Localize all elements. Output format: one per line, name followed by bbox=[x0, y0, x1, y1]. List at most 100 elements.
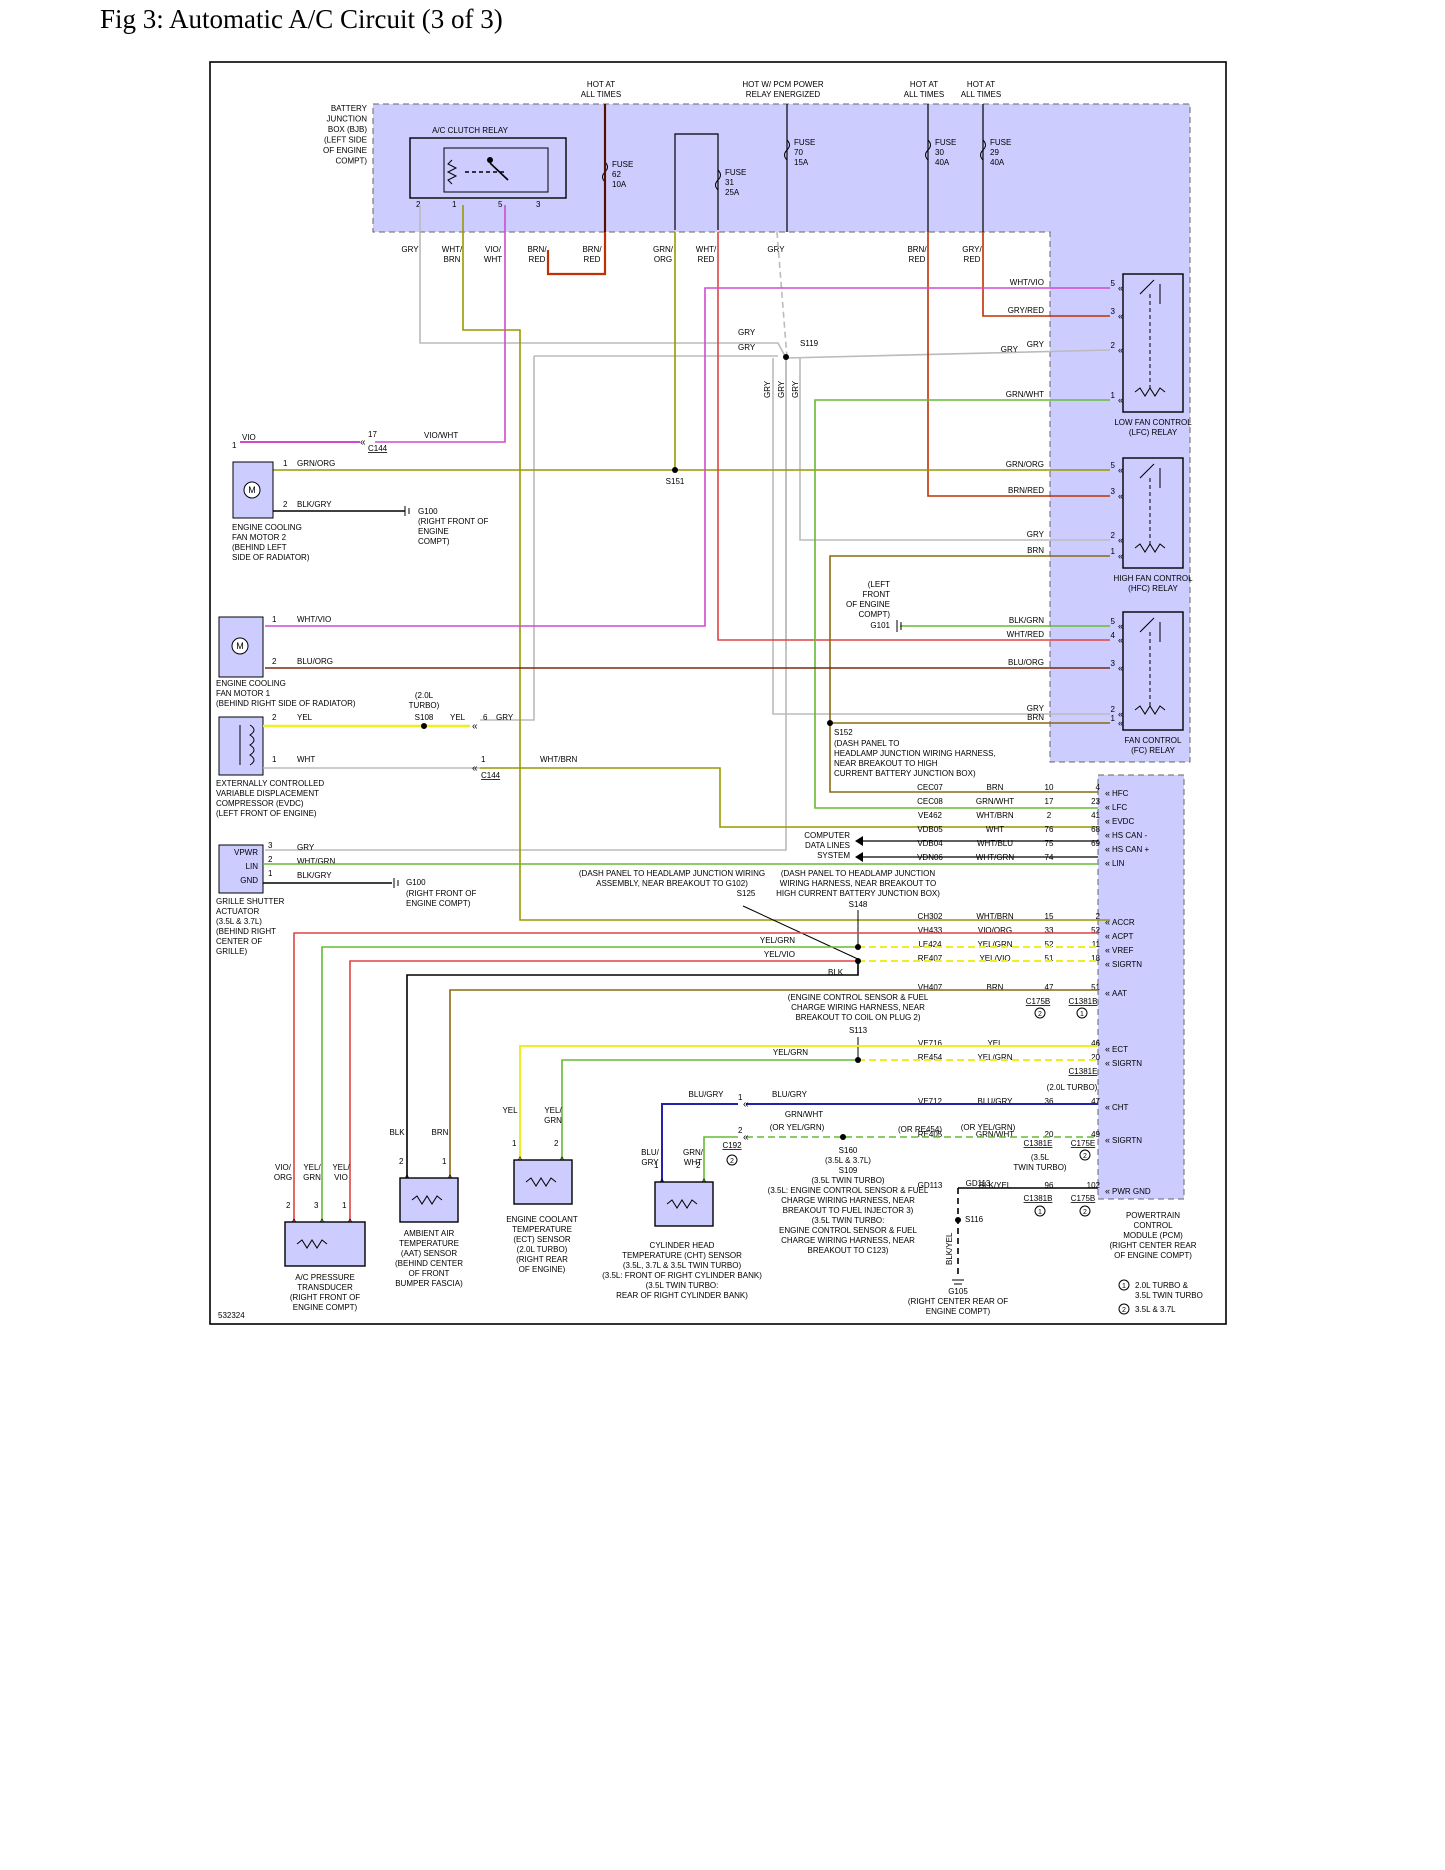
pcm-signal-name: HS CAN - bbox=[1112, 831, 1147, 840]
pcm-name: (RIGHT CENTER REAR bbox=[1110, 1241, 1197, 1250]
connector-label: C1381B bbox=[1069, 997, 1098, 1006]
connector-pin: ^ bbox=[560, 1155, 565, 1165]
splice-note: CURRENT BATTERY JUNCTION BOX) bbox=[834, 769, 976, 778]
fan-motor-1-label: ENGINE COOLING bbox=[216, 679, 286, 688]
aat-sensor-label: (BEHIND CENTER bbox=[395, 1259, 463, 1268]
splice-s151 bbox=[672, 467, 678, 473]
ac-clutch-relay-inner bbox=[443, 147, 549, 193]
relay-name: (LFC) RELAY bbox=[1129, 428, 1178, 437]
fuse-label: FUSE bbox=[794, 138, 815, 147]
relay-switch bbox=[489, 162, 509, 181]
connector-label: C1381B bbox=[1024, 1194, 1053, 1203]
relay-pin-number: 2 bbox=[416, 200, 421, 209]
pcm-wire-color: BLK/YEL bbox=[979, 1181, 1012, 1190]
splice-note: HEADLAMP JUNCTION WIRING HARNESS, bbox=[834, 749, 996, 758]
relay-wire-label: BRN/RED bbox=[1008, 486, 1044, 495]
power-header: RELAY ENERGIZED bbox=[746, 90, 821, 99]
top-wire-label: WHT/ bbox=[696, 245, 717, 254]
relay-pin-number: 4 bbox=[1111, 631, 1116, 640]
thermistor-symbol bbox=[525, 1177, 557, 1187]
aat-sensor-label: TEMPERATURE bbox=[399, 1239, 459, 1248]
pcm-pin: 46 bbox=[1091, 1039, 1100, 1048]
harness-note: HIGH CURRENT BATTERY JUNCTION BOX) bbox=[776, 889, 940, 898]
ect-sensor-label: OF ENGINE) bbox=[519, 1265, 566, 1274]
aat-sensor bbox=[399, 1177, 459, 1223]
pcm-harness-pin: 75 bbox=[1045, 839, 1054, 848]
connector-pin: « bbox=[1118, 663, 1123, 673]
pcm-signal-name: HFC bbox=[1112, 789, 1129, 798]
data-line-arrows bbox=[855, 836, 863, 862]
wire-label: GRY bbox=[777, 380, 786, 398]
relay-wire-label: GRY bbox=[1027, 530, 1045, 539]
power-header: ALL TIMES bbox=[904, 90, 944, 99]
splice-label: S152 bbox=[834, 728, 853, 737]
bjb-label: COMPT) bbox=[335, 157, 367, 166]
pcm-signal-name: SIGRTN bbox=[1112, 1136, 1142, 1145]
pcm-pin: 51 bbox=[1091, 983, 1100, 992]
pcm-signal-name: HS CAN + bbox=[1112, 845, 1149, 854]
pcm-wire-color: YEL/GRN bbox=[977, 940, 1012, 949]
ground-symbol bbox=[952, 1279, 964, 1285]
evdc-label: EXTERNALLY CONTROLLED bbox=[216, 779, 324, 788]
top-wire-label: BRN/ bbox=[582, 245, 602, 254]
wire-wht-vio bbox=[265, 287, 1110, 627]
relay-pin-number: 2 bbox=[1111, 531, 1116, 540]
fuse-label: 40A bbox=[990, 158, 1005, 167]
relay-name: HIGH FAN CONTROL bbox=[1113, 574, 1193, 583]
pcm-pin: 2 bbox=[1096, 912, 1101, 921]
connector-label: C175B bbox=[1026, 997, 1050, 1006]
pcm-circuit-id: CEC07 bbox=[917, 783, 943, 792]
pcm-harness-pin: 36 bbox=[1045, 1097, 1054, 1106]
pcm-circuit-id: VDB04 bbox=[917, 839, 943, 848]
relay-wire-label: GRN/WHT bbox=[1006, 390, 1044, 399]
wire-label: BLK/YEL bbox=[945, 1232, 954, 1265]
splice-s152 bbox=[827, 720, 833, 726]
grille-label: (BEHIND RIGHT bbox=[216, 927, 276, 936]
wire-label: WHT/BRN bbox=[540, 755, 578, 764]
relay-wire-label: GRY bbox=[1027, 340, 1045, 349]
relay-pin-number: 2 bbox=[1111, 705, 1116, 714]
top-wire-label: GRY bbox=[401, 245, 419, 254]
fuse-label: FUSE bbox=[990, 138, 1011, 147]
pcm-signal-name: PWR GND bbox=[1112, 1187, 1151, 1196]
twin-turbo-note: TWIN TURBO) bbox=[1013, 1163, 1067, 1172]
pin-number: 3 bbox=[314, 1201, 319, 1210]
ground-location: ENGINE COMPT) bbox=[926, 1307, 991, 1316]
pcm-signal-name: ECT bbox=[1112, 1045, 1128, 1054]
wire-label: BLU/ bbox=[641, 1148, 660, 1157]
fuse-label: 31 bbox=[725, 178, 734, 187]
connector-pin: ^ bbox=[702, 1177, 707, 1187]
connector-pin: « bbox=[1105, 959, 1110, 969]
connector-pin: ^ bbox=[348, 1217, 353, 1227]
wire-label: GRY bbox=[738, 343, 756, 352]
splice-label: S151 bbox=[666, 477, 685, 486]
connector-pin: « bbox=[1118, 551, 1123, 561]
pin-number: 1 bbox=[268, 869, 273, 878]
connector-pin: « bbox=[1118, 621, 1123, 631]
pcm-circuit-id: VE712 bbox=[918, 1097, 943, 1106]
footnote-circle bbox=[1034, 1205, 1046, 1217]
wire-label: WHT bbox=[684, 1158, 702, 1167]
footnote-number: 2 bbox=[1083, 1153, 1087, 1160]
splice-note: (3.5L TWIN TURBO: bbox=[812, 1216, 885, 1225]
battery-junction-box bbox=[372, 103, 1191, 763]
power-header: HOT W/ PCM POWER bbox=[742, 80, 823, 89]
ground-location: COMPT) bbox=[858, 610, 890, 619]
pcm-circuit-id: CEC08 bbox=[917, 797, 943, 806]
relay-wire-label: BLU/ORG bbox=[1008, 658, 1044, 667]
splice-note: NEAR BREAKOUT TO HIGH bbox=[834, 759, 938, 768]
pcm-harness-pin: 51 bbox=[1045, 954, 1054, 963]
wire-label: GRY bbox=[763, 380, 772, 398]
c144b-pin: « bbox=[472, 721, 478, 732]
thermistor-symbol bbox=[296, 1239, 328, 1249]
wire-color-alt: (OR YEL/GRN) bbox=[961, 1123, 1016, 1132]
fuse-label: 62 bbox=[612, 170, 621, 179]
connector-pin: « bbox=[1105, 945, 1110, 955]
splice-label: S108 bbox=[415, 713, 434, 722]
pcm-wire-color: WHT bbox=[986, 825, 1004, 834]
relay-contact bbox=[487, 157, 493, 163]
relay-pin-number: 5 bbox=[1111, 461, 1116, 470]
pcm-wire-color: VIO/ORG bbox=[978, 926, 1012, 935]
wire-blk bbox=[406, 961, 859, 1178]
fan-motor-2-label: SIDE OF RADIATOR) bbox=[232, 553, 310, 562]
